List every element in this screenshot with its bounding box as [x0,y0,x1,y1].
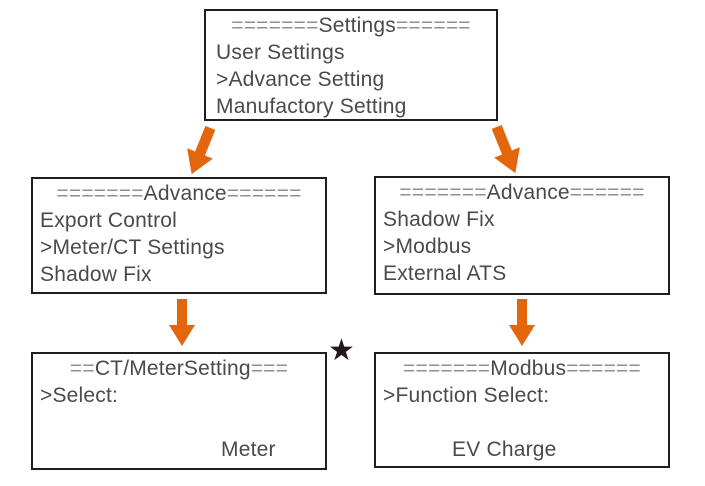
blank-line [376,409,668,436]
advance-left-title: =======Advance====== [33,179,325,207]
title-text: Advance [143,182,227,205]
menu-item-user-settings: User Settings [216,41,345,64]
menu-item-shadow-fix: Shadow Fix [40,263,152,286]
equals-left: ======= [56,182,144,205]
equals-right: ====== [569,181,645,204]
menu-item-external-ats: External ATS [383,262,507,285]
menu-item-modbus: >Modbus [383,235,472,258]
menu-item-meter-ct-settings: >Meter/CT Settings [40,236,225,259]
equals-right: === [250,357,289,380]
equals-right: ====== [566,357,641,380]
equals-right: ====== [226,182,302,205]
menu-item-select: >Select: [40,384,119,407]
modbus-title: =======Modbus====== [376,354,668,382]
modbus-screen: =======Modbus====== >Function Select: EV… [374,352,670,468]
equals-left: ======= [231,14,319,37]
settings-title: =======Settings====== [206,11,496,39]
equals-right: ====== [395,14,471,37]
advance-right-screen: =======Advance====== Shadow Fix >Modbus … [374,176,670,295]
menu-item-export-control: Export Control [40,209,178,232]
blank-line [33,409,325,436]
advance-right-title: =======Advance====== [376,178,668,206]
title-text: CT/MeterSetting [94,357,251,380]
settings-screen: =======Settings====== User Settings >Adv… [204,9,498,121]
title-text: Advance [486,181,570,204]
title-text: Settings [318,14,396,37]
arrow-down-left-icon [178,122,225,180]
ct-meter-title: ==CT/MeterSetting=== [33,354,325,382]
equals-left: ======= [399,181,487,204]
selected-value-meter: Meter [221,438,276,461]
menu-item-advance-setting: >Advance Setting [216,68,385,91]
equals-left: == [69,357,95,380]
menu-item-function-select: >Function Select: [383,384,550,407]
menu-item-shadow-fix: Shadow Fix [383,208,495,231]
arrow-down-icon [509,299,535,346]
ct-meter-setting-screen: ==CT/MeterSetting=== >Select: Meter [31,352,327,470]
arrow-down-icon [169,299,195,346]
equals-left: ======= [403,357,491,380]
selected-value-ev-charge: EV Charge [452,438,557,461]
star-icon: ★ [328,334,355,367]
title-text: Modbus [490,357,567,380]
menu-item-manufactory-setting: Manufactory Setting [216,95,407,118]
arrow-down-right-icon [483,121,530,179]
advance-left-screen: =======Advance====== Export Control >Met… [31,177,327,294]
